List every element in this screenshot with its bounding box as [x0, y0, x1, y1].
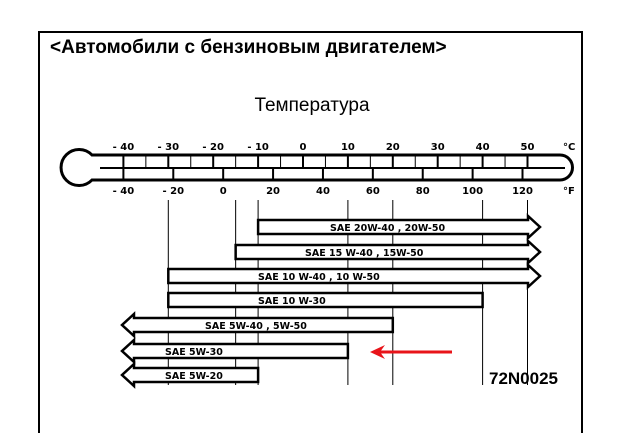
fahrenheit-tick-label: 120: [512, 186, 533, 197]
fahrenheit-tick-label: 60: [366, 186, 380, 197]
celsius-tick-label: - 10: [247, 142, 269, 153]
fahrenheit-tick-label: 40: [316, 186, 330, 197]
sae-grade-label: SAE 10 W-30: [258, 296, 326, 307]
celsius-tick-label: 0: [300, 142, 307, 153]
oil-viscosity-chart: - 40 - 30 - 20 - 10 0 10 20 30 40 50 °C - 40 - 20 0 20…: [59, 142, 575, 389]
temperature-heading: Температура: [254, 95, 370, 116]
sae-grade-label: SAE 5W-20: [165, 371, 223, 382]
celsius-tick-label: - 20: [202, 142, 224, 153]
sae-grade-bar: [167, 291, 484, 309]
sae-grade-bar: [120, 311, 395, 339]
celsius-tick-label: - 40: [113, 142, 135, 153]
sae-grade-bar: [256, 213, 542, 241]
sae-grade-bar: [120, 361, 260, 389]
figure-code: 72N0025: [489, 369, 559, 388]
sae-grade-label: SAE 20W-40 , 20W-50: [330, 223, 445, 234]
fahrenheit-tick-label: - 40: [113, 186, 135, 197]
sae-grade-bar: [234, 238, 542, 266]
sae-grade-label: SAE 5W-40 , 5W-50: [205, 321, 307, 332]
celsius-unit: °C: [563, 142, 575, 153]
diagram-frame: [38, 31, 583, 433]
fahrenheit-tick-label: 100: [462, 186, 483, 197]
celsius-tick-label: 50: [521, 142, 535, 153]
fahrenheit-tick-label: 0: [220, 186, 227, 197]
fahrenheit-tick-label: 80: [416, 186, 430, 197]
celsius-tick-label: 40: [476, 142, 490, 153]
celsius-tick-label: 10: [341, 142, 355, 153]
sae-grade-label: SAE 15 W-40 , 15W-50: [305, 248, 424, 259]
fahrenheit-unit: °F: [563, 186, 575, 197]
sae-grade-label: SAE 10 W-40 , 10 W-50: [258, 272, 380, 283]
sae-grade-bar: [120, 337, 350, 365]
diagram-title: <Автомобили с бензиновым двигателем>: [50, 37, 447, 58]
fahrenheit-tick-label: - 20: [163, 186, 185, 197]
fahrenheit-tick-label: 20: [266, 186, 280, 197]
highlight-arrow-head: [370, 345, 385, 359]
celsius-tick-label: 30: [431, 142, 445, 153]
celsius-tick-label: - 30: [158, 142, 180, 153]
celsius-tick-label: 20: [386, 142, 400, 153]
sae-grade-bar: [167, 262, 542, 290]
sae-grade-label: SAE 5W-30: [165, 347, 223, 358]
